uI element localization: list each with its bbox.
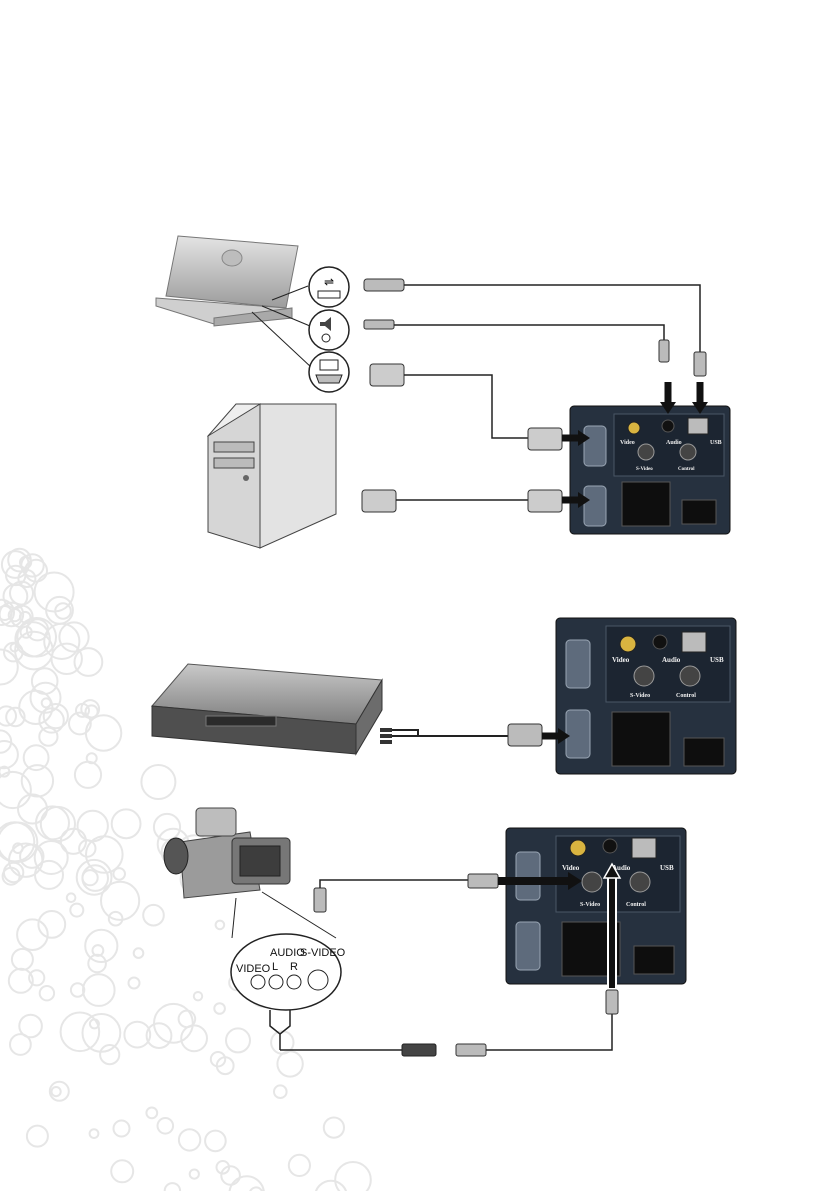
jack-svideo-label: S-VIDEO bbox=[300, 947, 346, 959]
panel3-usb-label: USB bbox=[660, 864, 674, 872]
projector-panel-2: Video Audio USB S-Video Control bbox=[556, 618, 736, 774]
vga-cable-desktop bbox=[362, 490, 562, 512]
panel2-video-label: Video bbox=[612, 656, 630, 664]
panel1-svideo-label: S-Video bbox=[636, 467, 653, 472]
desktop-tower bbox=[208, 404, 336, 548]
panel2-audio-label: Audio bbox=[662, 656, 681, 664]
projector-panel-1: Video Audio USB S-Video Control bbox=[570, 406, 730, 534]
jack-video-label: VIDEO bbox=[236, 963, 271, 975]
panel1-control-label: Control bbox=[678, 467, 695, 472]
panel3-control-label: Control bbox=[626, 902, 646, 908]
panel1-usb-label: USB bbox=[710, 440, 722, 446]
panel3-svideo-label: S-Video bbox=[580, 902, 600, 908]
projector-panel-3: Video Audio USB S-Video Control bbox=[506, 828, 686, 984]
jack-right-label: R bbox=[290, 961, 298, 973]
svideo-cable bbox=[314, 874, 498, 912]
usb-icon: ⇌ bbox=[324, 275, 334, 289]
panel1-video-label: Video bbox=[620, 440, 635, 446]
panel2-control-label: Control bbox=[676, 693, 696, 699]
panel2-svideo-label: S-Video bbox=[630, 693, 650, 699]
component-cable bbox=[380, 724, 542, 746]
panel1-audio-label: Audio bbox=[666, 440, 682, 446]
camcorder bbox=[164, 808, 290, 898]
dvd-player bbox=[152, 664, 382, 754]
vga-cable-laptop bbox=[370, 364, 562, 450]
jack-left-label: L bbox=[272, 961, 278, 973]
audio-cable bbox=[364, 320, 669, 362]
panel3-video-label: Video bbox=[562, 864, 580, 872]
usb-cable bbox=[364, 279, 706, 376]
camcorder-jack-callout: AUDIO L R VIDEO S-VIDEO bbox=[231, 892, 346, 1010]
panel2-usb-label: USB bbox=[710, 656, 724, 664]
